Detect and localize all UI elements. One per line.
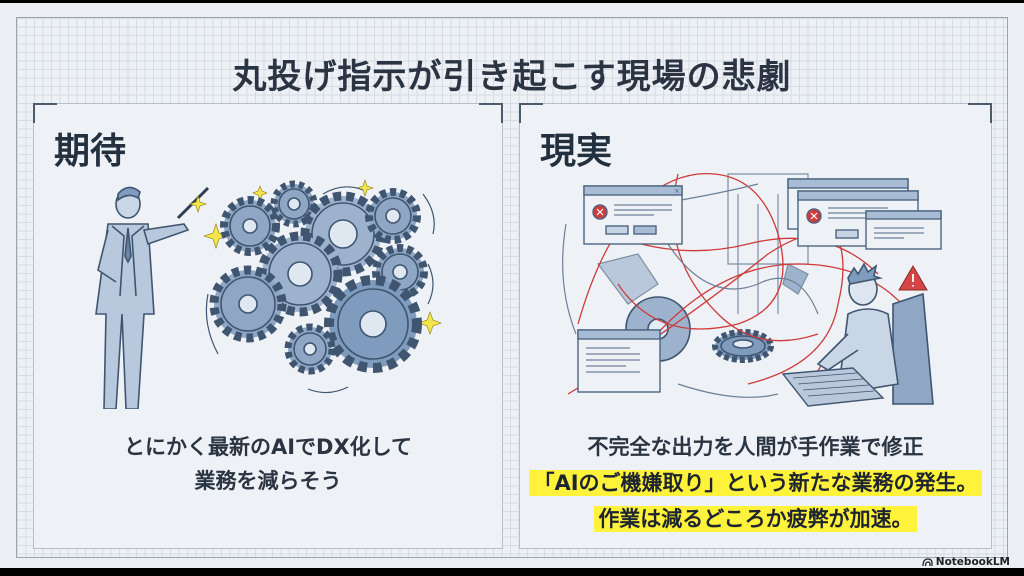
- notebooklm-logo-icon: [922, 557, 933, 566]
- svg-text:×: ×: [674, 187, 680, 195]
- gear-icons: [209, 180, 428, 375]
- reality-heading: 現実: [540, 131, 613, 172]
- corner-bracket: [33, 103, 57, 123]
- caption-line: 不完全な出力を人間が手作業で修正: [587, 435, 924, 459]
- caption-line: 業務を減らそう: [194, 469, 342, 493]
- reality-panel: 現実: [519, 103, 992, 549]
- keyboard-icon: [781, 367, 885, 407]
- expectation-heading: 期待: [54, 131, 127, 172]
- reality-caption: 不完全な出力を人間が手作業で修正 「AIのご機嫌取り」という新たな業務の発生。 …: [520, 430, 991, 536]
- error-dialog: ×: [583, 185, 683, 245]
- corner-bracket: [479, 103, 503, 123]
- dialog-window: [577, 329, 661, 393]
- highlight-line: 「AIのご機嫌取り」という新たな業務の発生。: [520, 466, 991, 500]
- businessman-icon: [95, 186, 210, 409]
- expectation-panel: 期待: [33, 103, 503, 549]
- error-dialog-stack: [787, 178, 942, 250]
- expectation-caption: とにかく最新のAIでDX化して 業務を減らそう: [34, 430, 502, 498]
- caption-line: とにかく最新のAIでDX化して: [123, 435, 413, 459]
- motion-lines: [205, 186, 435, 394]
- notebooklm-watermark: NotebookLM: [922, 556, 1010, 568]
- corner-bracket: [519, 103, 543, 123]
- slide-title: 丸投げ指示が引き起こす現場の悲劇: [232, 57, 792, 97]
- businessman-with-gears-illustration: [95, 179, 442, 409]
- highlighted-text: 作業は減るどころか疲弊が加速。: [594, 506, 917, 532]
- highlight-line: 作業は減るどころか疲弊が加速。: [520, 502, 991, 536]
- warning-icon: [898, 265, 928, 291]
- overwhelmed-worker-illustration: ×: [562, 173, 942, 407]
- brand-label: NotebookLM: [935, 556, 1010, 568]
- corner-bracket: [968, 103, 992, 123]
- highlighted-text: 「AIのご機嫌取り」という新たな業務の発生。: [529, 470, 982, 496]
- slide: 丸投げ指示が引き起こす現場の悲劇 期待: [0, 3, 1024, 568]
